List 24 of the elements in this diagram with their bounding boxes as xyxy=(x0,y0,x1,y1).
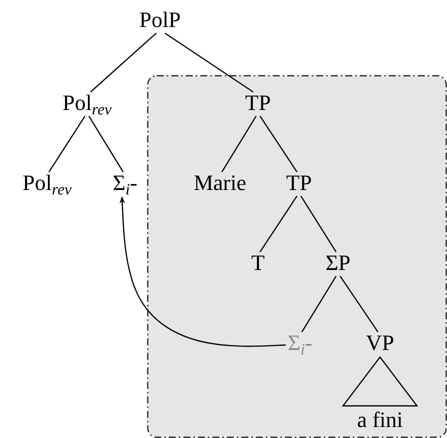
tree-node-label: TP xyxy=(245,90,271,116)
tree-branch xyxy=(300,196,337,252)
tree-node-label: TP xyxy=(286,170,312,196)
tree-branch xyxy=(90,32,157,92)
tree-branch xyxy=(88,116,124,172)
tree-branch xyxy=(340,276,378,332)
tree-node-label: VP xyxy=(366,330,394,356)
tree-node-label: Σ$_{i}$- xyxy=(288,330,312,356)
tree-node-label: PolP xyxy=(139,8,181,32)
movement-arrow xyxy=(120,196,286,347)
tree-node-label: Pol$_{rev}$ xyxy=(22,170,72,196)
tree-node-label: a fini xyxy=(357,408,403,432)
tree-branch xyxy=(221,116,257,172)
tree-branch xyxy=(48,116,86,172)
tree-node-label: Pol$_{rev}$ xyxy=(62,90,112,116)
tree-branch xyxy=(301,276,337,332)
tree-node-label: Σ$_{i}$- xyxy=(112,170,138,196)
tree-node-label: ΣP xyxy=(325,250,351,276)
tree-branch xyxy=(164,32,254,92)
tree-node-label: T xyxy=(251,250,265,276)
shaded-region xyxy=(147,75,447,438)
tree-branch xyxy=(259,196,298,252)
tree-node-label: Marie xyxy=(194,170,246,196)
tree-branch xyxy=(260,116,298,172)
